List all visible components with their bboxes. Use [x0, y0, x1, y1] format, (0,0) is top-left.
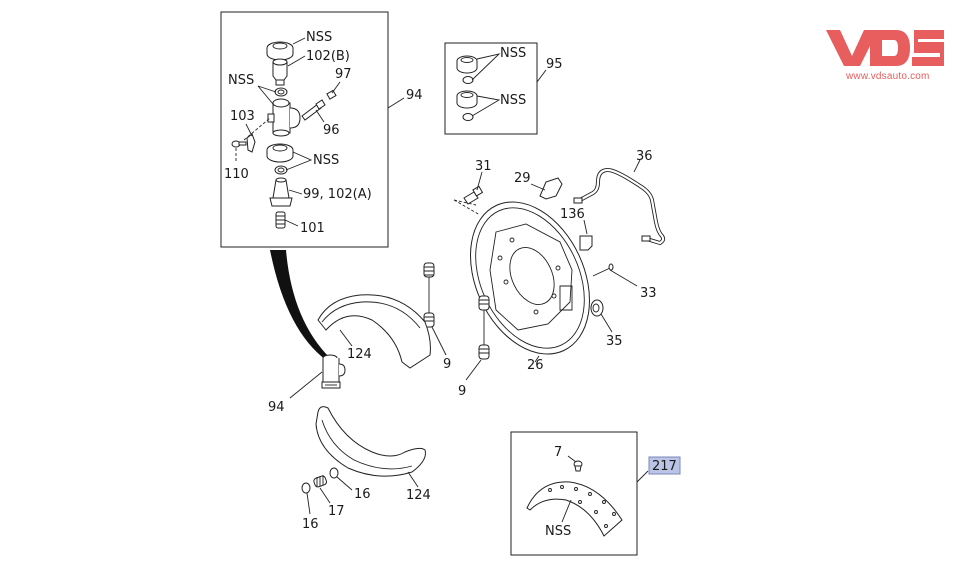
rivet-7[interactable] — [573, 460, 583, 472]
cup-seal-lower[interactable] — [274, 165, 288, 175]
washer-16-right[interactable] — [329, 467, 339, 479]
callout-101[interactable]: 101 — [300, 221, 325, 236]
callout-7[interactable]: 7 — [554, 445, 562, 460]
callout-29[interactable]: 29 — [514, 171, 531, 186]
spring-101[interactable] — [275, 211, 286, 229]
callout-33[interactable]: 33 — [640, 286, 657, 301]
backing-plate-26[interactable] — [447, 183, 613, 374]
callout-96[interactable]: 96 — [323, 123, 340, 138]
logo-letter-d — [870, 30, 910, 66]
callout-16[interactable]: 16 — [302, 517, 319, 532]
seal-lower[interactable] — [456, 90, 478, 121]
callout-94[interactable]: 94 — [406, 88, 423, 103]
callout-nss[interactable]: NSS — [306, 30, 332, 45]
logo-letter-v — [826, 30, 878, 66]
reference-arrow — [270, 250, 330, 360]
backing-plate-assembly: 31 29 36 136 — [447, 149, 666, 374]
bleeder-screw-96[interactable] — [301, 99, 326, 121]
brand-url: www.vdsauto.com — [846, 71, 930, 82]
callout-nss[interactable]: NSS — [228, 73, 254, 88]
callout-nss[interactable]: NSS — [545, 524, 571, 539]
lining-kit-detail-box: 7 NSS 217 — [510, 431, 681, 556]
highlight-badge-217[interactable] — [648, 456, 681, 475]
spring-9-upper[interactable] — [423, 262, 435, 328]
callout-103[interactable]: 103 — [230, 109, 255, 124]
cup-seal[interactable] — [274, 87, 288, 97]
seal-kit-detail-box: NSS NSS 95 — [444, 42, 563, 135]
callout-124[interactable]: 124 — [347, 347, 372, 362]
detail-box-217 — [510, 431, 638, 556]
seal-cap-top[interactable] — [266, 41, 294, 61]
return-springs-9: 9 9 — [423, 262, 490, 399]
callout-nss[interactable]: NSS — [500, 46, 526, 61]
callout-124[interactable]: 124 — [406, 488, 431, 503]
washer-16-left[interactable] — [301, 482, 311, 494]
piston-102b[interactable] — [272, 58, 288, 86]
bleeder-cap-97[interactable] — [326, 89, 337, 100]
grommet-35[interactable] — [590, 299, 604, 317]
callout-9[interactable]: 9 — [458, 384, 466, 399]
brake-shoe-upper-124[interactable] — [317, 294, 431, 369]
cylinder-body[interactable] — [267, 98, 301, 137]
callout-217[interactable]: 217 — [652, 459, 677, 474]
callout-97[interactable]: 97 — [335, 67, 352, 82]
callout-102b[interactable]: 102(B) — [306, 49, 350, 64]
wheel-cylinder-94[interactable] — [321, 354, 346, 389]
callout-95[interactable]: 95 — [546, 57, 563, 72]
callout-136[interactable]: 136 — [560, 207, 585, 222]
wheel-cylinder-detail-box: NSS 102(B) NSS 97 103 96 110 NSS 99, 102… — [220, 11, 423, 248]
callout-nss[interactable]: NSS — [313, 153, 339, 168]
detail-box-94 — [220, 11, 389, 248]
callout-17[interactable]: 17 — [328, 504, 345, 519]
bracket-29[interactable] — [539, 177, 563, 200]
vds-logo — [826, 30, 944, 66]
screw-110[interactable] — [231, 140, 247, 148]
callout-94[interactable]: 94 — [268, 400, 285, 415]
callout-99-102a[interactable]: 99, 102(A) — [303, 187, 372, 202]
clip-136[interactable] — [579, 235, 593, 251]
brake-lining[interactable] — [526, 481, 623, 537]
callout-26[interactable]: 26 — [527, 358, 544, 373]
bolt-31[interactable] — [463, 185, 484, 205]
adjuster-99-102a[interactable] — [269, 177, 293, 207]
brake-pipe-36[interactable] — [573, 167, 666, 246]
spring-9-lower[interactable] — [478, 295, 490, 360]
callout-36[interactable]: 36 — [636, 149, 653, 164]
spring-17[interactable] — [313, 475, 328, 488]
callout-35[interactable]: 35 — [606, 334, 623, 349]
pin-33[interactable] — [592, 263, 614, 277]
callout-110[interactable]: 110 — [224, 167, 249, 182]
callout-31[interactable]: 31 — [475, 159, 492, 174]
callout-nss[interactable]: NSS — [500, 93, 526, 108]
logo-letter-s — [912, 30, 944, 66]
seal-cap-bottom[interactable] — [266, 143, 294, 163]
detail-box-95 — [444, 42, 538, 135]
assembly-line — [243, 117, 271, 141]
seal-upper[interactable] — [456, 55, 478, 84]
brake-shoe-lower-124[interactable] — [315, 406, 426, 477]
callout-16[interactable]: 16 — [354, 487, 371, 502]
shoe-assembly: 124 94 124 16 17 — [268, 294, 431, 532]
callout-9[interactable]: 9 — [443, 357, 451, 372]
